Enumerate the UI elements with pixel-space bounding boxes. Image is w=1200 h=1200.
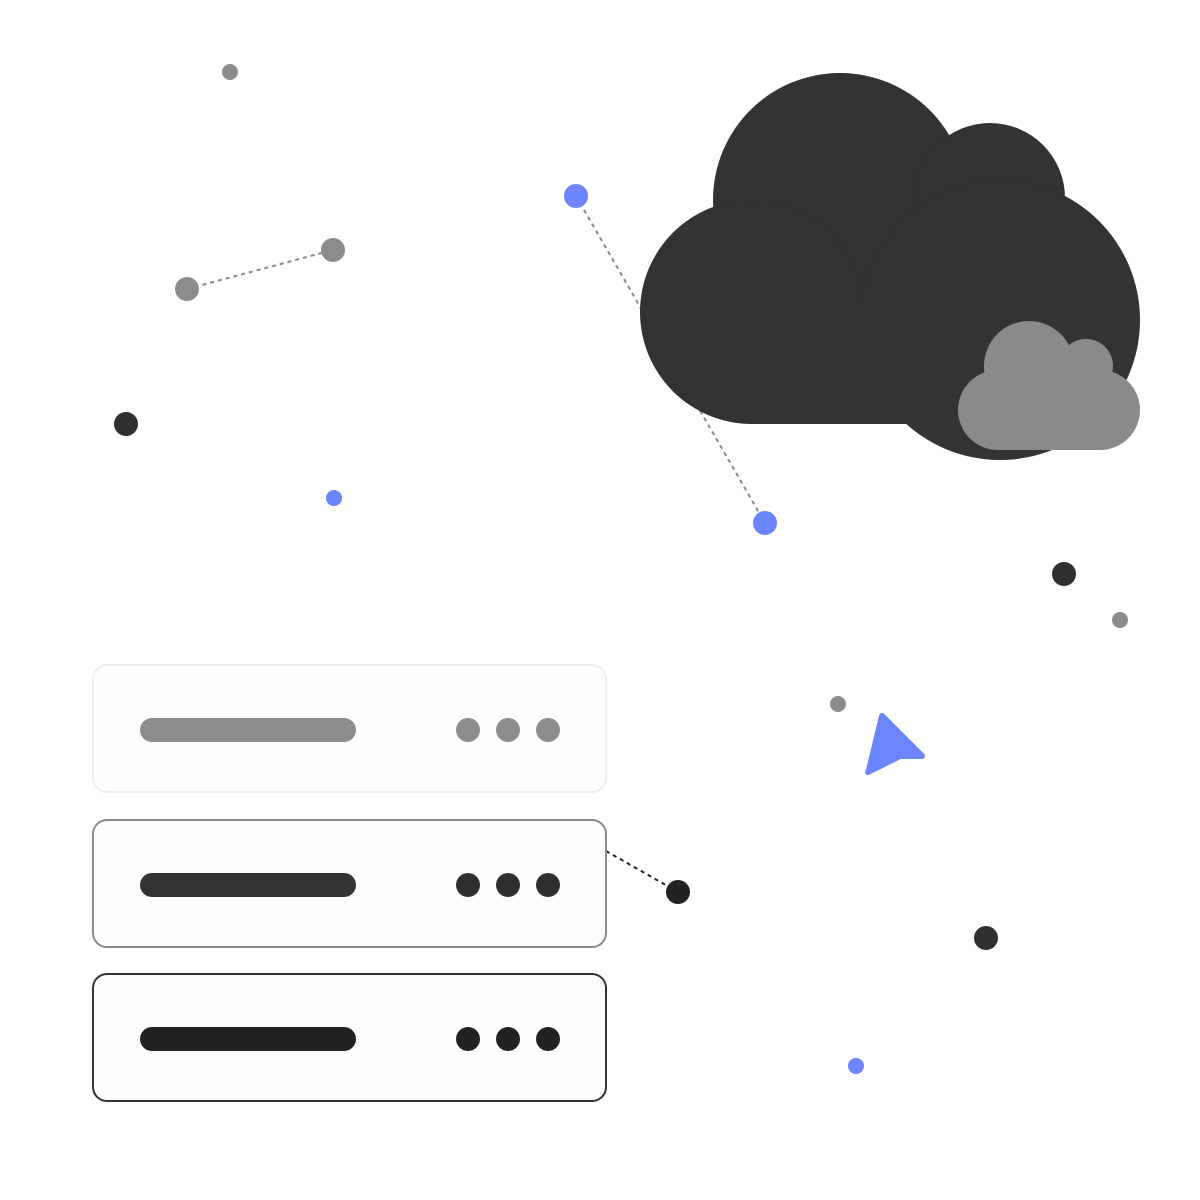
small-cloud-icon	[958, 321, 1140, 450]
node-dot	[114, 412, 138, 436]
node-dot	[175, 277, 199, 301]
connector-line-server	[605, 850, 679, 893]
node-dot	[848, 1058, 864, 1074]
node-dot	[830, 696, 846, 712]
cursor-arrow-icon	[865, 713, 925, 775]
server-unit-bar	[140, 873, 356, 897]
node-dot	[222, 64, 238, 80]
server-led	[536, 873, 560, 897]
server-unit-top	[92, 664, 607, 793]
node-dot	[666, 880, 690, 904]
server-led	[536, 718, 560, 742]
server-led	[456, 718, 480, 742]
server-led	[536, 1027, 560, 1051]
server-led	[496, 873, 520, 897]
server-led	[496, 718, 520, 742]
server-unit-bar	[140, 718, 356, 742]
server-led	[496, 1027, 520, 1051]
connector-lines	[186, 195, 766, 893]
node-dot	[564, 184, 588, 208]
server-unit-middle	[92, 819, 607, 948]
connector-line-gray	[186, 249, 334, 290]
node-dot	[321, 238, 345, 262]
node-dot	[1112, 612, 1128, 628]
node-dot	[753, 511, 777, 535]
node-dot	[974, 926, 998, 950]
server-unit-bar	[140, 1027, 356, 1051]
server-unit-bottom	[92, 973, 607, 1102]
node-dot	[1052, 562, 1076, 586]
server-led	[456, 1027, 480, 1051]
network-nodes	[114, 64, 1128, 1074]
server-rack-icon	[92, 664, 607, 1102]
connector-line-blue	[575, 195, 766, 524]
node-dot	[326, 490, 342, 506]
server-led	[456, 873, 480, 897]
